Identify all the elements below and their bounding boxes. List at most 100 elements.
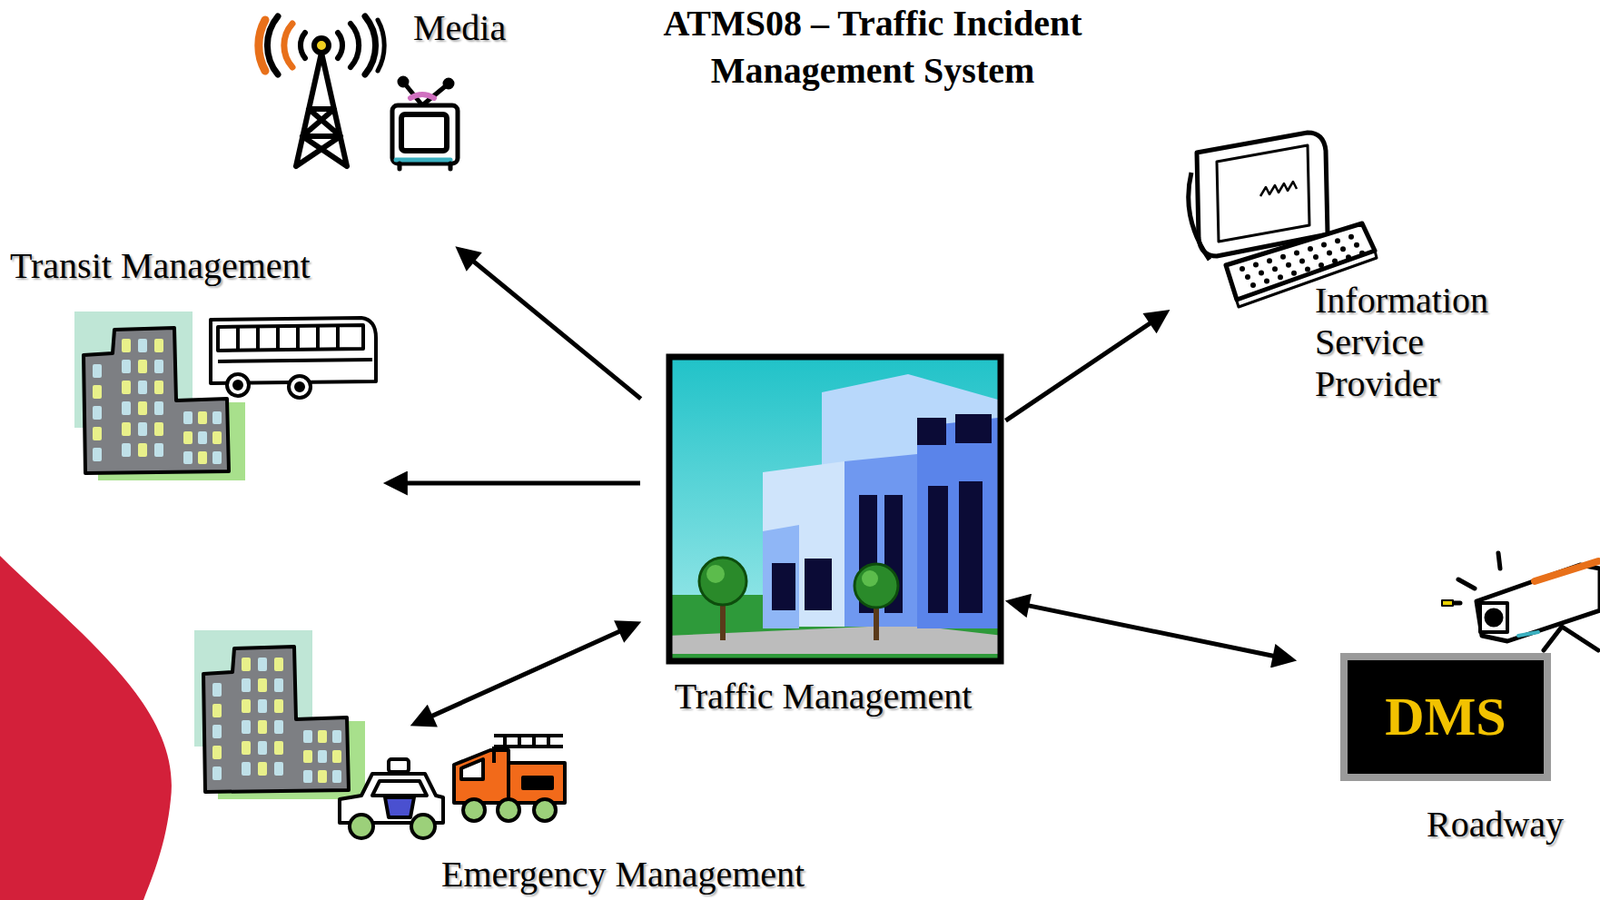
traffic-center-picture — [917, 417, 998, 629]
computer — [1326, 250, 1333, 257]
fire-truck — [533, 799, 556, 821]
office-building — [92, 385, 102, 399]
computer — [1253, 262, 1259, 268]
police-car — [411, 814, 435, 839]
office-building — [303, 770, 313, 783]
office-building — [212, 431, 222, 445]
bus — [210, 317, 376, 398]
fire-truck — [461, 759, 484, 780]
traffic-camera — [1486, 610, 1502, 625]
computer — [1266, 257, 1273, 264]
television — [444, 79, 453, 88]
computer — [1340, 246, 1346, 252]
office-building — [303, 730, 313, 743]
office-building — [332, 770, 342, 783]
traffic-center-picture — [762, 524, 800, 629]
bus — [288, 375, 311, 398]
radio-tower — [377, 19, 385, 71]
television — [410, 94, 435, 99]
traffic-center-picture — [666, 624, 1004, 654]
computer — [1313, 254, 1319, 260]
radio-tower — [258, 16, 385, 167]
computer — [1216, 145, 1310, 242]
traffic-center-picture — [669, 356, 1001, 662]
dms-sign: DMS — [1340, 652, 1551, 781]
computer — [1272, 266, 1278, 272]
traffic-center-picture — [844, 454, 918, 627]
office-building — [203, 646, 349, 792]
traffic-center-picture — [666, 354, 1004, 664]
connector-arrow — [461, 250, 642, 399]
office-building — [121, 401, 131, 415]
computer — [1334, 237, 1341, 244]
traffic-camera — [1543, 626, 1599, 651]
tree — [854, 563, 899, 641]
office-building — [197, 411, 208, 425]
connector-arrow — [1012, 602, 1290, 660]
sign-text: DMS — [1384, 685, 1506, 749]
computer — [1321, 242, 1327, 248]
bus — [237, 325, 338, 351]
office-building — [274, 699, 284, 713]
computer — [1264, 278, 1270, 285]
radio-tower — [266, 16, 278, 75]
office-building — [241, 678, 251, 692]
police-car — [349, 814, 374, 839]
television — [399, 78, 407, 86]
office-building — [241, 657, 251, 672]
police-car — [372, 780, 427, 796]
traffic-center-picture — [958, 481, 983, 613]
computer — [1299, 257, 1305, 264]
computer — [1258, 270, 1265, 277]
connector-arrow — [416, 624, 635, 723]
traffic-camera — [1441, 600, 1453, 606]
radio-tower — [337, 32, 343, 59]
office-building — [154, 443, 164, 457]
radio-tower — [296, 52, 347, 167]
node-label: Media — [413, 7, 506, 50]
office-building — [138, 359, 148, 374]
traffic-camera — [1441, 553, 1600, 651]
office-building — [92, 426, 102, 441]
office-building — [121, 359, 131, 374]
office-building — [257, 678, 267, 692]
office-building — [154, 380, 164, 395]
office-building — [317, 730, 327, 743]
bus — [227, 374, 249, 396]
bus — [217, 359, 373, 362]
office-building — [274, 740, 284, 755]
office-building — [92, 405, 102, 420]
office-building — [274, 657, 284, 672]
television — [401, 114, 447, 151]
office-building — [241, 761, 251, 776]
office-building — [274, 678, 284, 692]
office-building — [138, 338, 148, 353]
office-building — [212, 682, 222, 697]
office-building — [183, 411, 193, 425]
computer — [1239, 266, 1245, 272]
node-label: Roadway — [1426, 803, 1564, 846]
traffic-center-picture — [771, 414, 992, 613]
office-building — [257, 657, 267, 672]
office-building — [241, 720, 251, 734]
tree — [706, 564, 725, 583]
office-building — [332, 750, 342, 763]
police-car — [339, 759, 444, 839]
isp-node: Information Service Provider — [1171, 127, 1503, 423]
computer — [1250, 282, 1256, 288]
television — [403, 81, 449, 106]
police-car — [385, 797, 415, 818]
computer — [1285, 262, 1292, 268]
computer — [1332, 258, 1338, 265]
transit-node: Transit Management — [9, 245, 382, 491]
computer — [1280, 254, 1286, 260]
radio-tower — [258, 19, 266, 71]
office-building — [317, 770, 327, 783]
red-swoosh — [0, 555, 172, 900]
computer — [1291, 270, 1297, 277]
fire-truck — [454, 750, 509, 803]
office-building — [197, 451, 208, 465]
computer — [1277, 274, 1284, 280]
radio-tower — [314, 38, 329, 53]
